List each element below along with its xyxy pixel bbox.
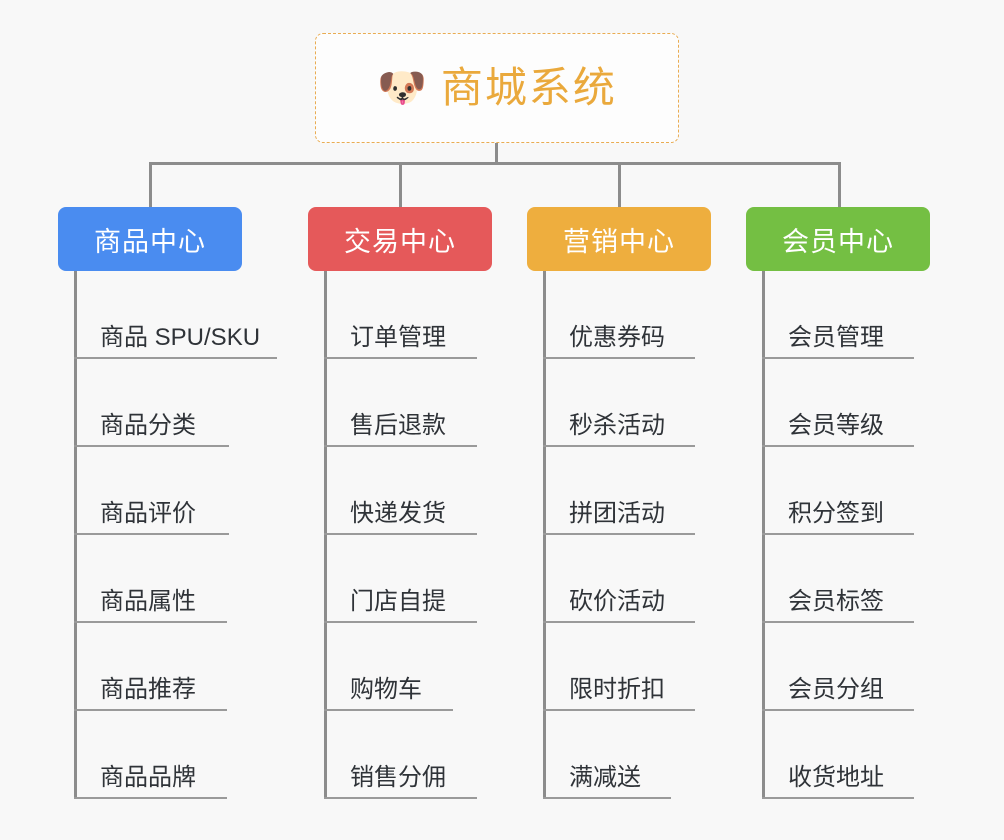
- leaf-item[interactable]: 快递发货: [324, 447, 477, 535]
- leaf-item[interactable]: 商品评价: [74, 447, 229, 535]
- leaf-item[interactable]: 限时折扣: [543, 623, 695, 711]
- leaf-item[interactable]: 销售分佣: [324, 711, 477, 799]
- category-node-4[interactable]: 会员中心: [746, 207, 930, 271]
- leaf-item[interactable]: 拼团活动: [543, 447, 695, 535]
- branch-drop-connector: [618, 162, 621, 207]
- leaf-item-label: 满减送: [569, 764, 641, 791]
- leaf-item-label: 拼团活动: [569, 500, 665, 527]
- leaf-item[interactable]: 秒杀活动: [543, 359, 695, 447]
- root-title: 商城系统: [440, 64, 617, 111]
- leaf-item[interactable]: 商品推荐: [74, 623, 227, 711]
- leaf-item[interactable]: 商品 SPU/SKU: [74, 271, 277, 359]
- leaf-item-label: 积分签到: [788, 500, 884, 527]
- leaf-item-label: 秒杀活动: [569, 412, 665, 439]
- branch-drop-connector: [149, 162, 152, 207]
- leaf-item[interactable]: 会员分组: [762, 623, 914, 711]
- leaf-item[interactable]: 会员等级: [762, 359, 914, 447]
- branch-spine: [324, 271, 327, 799]
- leaf-item-label: 购物车: [350, 676, 422, 703]
- leaf-item[interactable]: 会员标签: [762, 535, 914, 623]
- leaf-item-label: 砍价活动: [569, 588, 665, 615]
- leaf-item-label: 会员等级: [788, 412, 884, 439]
- leaf-item-label: 优惠券码: [569, 324, 665, 351]
- branch-drop-connector: [399, 162, 402, 207]
- category-node-2[interactable]: 交易中心: [308, 207, 492, 271]
- leaf-item[interactable]: 商品属性: [74, 535, 227, 623]
- root-node[interactable]: 🐶 商城系统: [315, 33, 679, 143]
- leaf-item-label: 商品评价: [100, 500, 196, 527]
- leaf-item-label: 会员分组: [788, 676, 884, 703]
- branch-spine: [762, 271, 765, 799]
- leaf-item-label: 会员管理: [788, 324, 884, 351]
- leaf-item[interactable]: 会员管理: [762, 271, 914, 359]
- leaf-item-label: 限时折扣: [569, 676, 665, 703]
- leaf-item-label: 售后退款: [350, 412, 446, 439]
- leaf-item[interactable]: 门店自提: [324, 535, 477, 623]
- category-label: 营销中心: [563, 226, 675, 257]
- leaf-item[interactable]: 售后退款: [324, 359, 477, 447]
- leaf-item[interactable]: 积分签到: [762, 447, 914, 535]
- category-label: 会员中心: [782, 226, 894, 257]
- leaf-item[interactable]: 商品品牌: [74, 711, 227, 799]
- leaf-item[interactable]: 优惠券码: [543, 271, 695, 359]
- root-stem-connector: [495, 143, 498, 165]
- leaf-item-label: 订单管理: [350, 324, 446, 351]
- leaf-item[interactable]: 订单管理: [324, 271, 477, 359]
- branch-spine: [74, 271, 77, 799]
- leaf-item[interactable]: 砍价活动: [543, 535, 695, 623]
- dog-face-icon: 🐶: [377, 66, 427, 110]
- category-label: 商品中心: [94, 226, 206, 257]
- category-node-3[interactable]: 营销中心: [527, 207, 711, 271]
- leaf-item-label: 收货地址: [788, 764, 884, 791]
- leaf-item[interactable]: 商品分类: [74, 359, 229, 447]
- category-label: 交易中心: [344, 226, 456, 257]
- leaf-item-label: 快递发货: [350, 500, 446, 527]
- leaf-item-label: 商品推荐: [100, 676, 196, 703]
- leaf-item-label: 商品品牌: [100, 764, 196, 791]
- leaf-item-label: 门店自提: [350, 588, 446, 615]
- leaf-item-label: 商品分类: [100, 412, 196, 439]
- leaf-item[interactable]: 收货地址: [762, 711, 914, 799]
- leaf-item-label: 会员标签: [788, 588, 884, 615]
- branch-drop-connector: [838, 162, 841, 207]
- leaf-item-label: 商品 SPU/SKU: [100, 324, 261, 351]
- leaf-item[interactable]: 满减送: [543, 711, 671, 799]
- category-node-1[interactable]: 商品中心: [58, 207, 242, 271]
- leaf-item-label: 商品属性: [100, 588, 196, 615]
- horizontal-bus-connector: [150, 162, 841, 165]
- branch-spine: [543, 271, 546, 799]
- leaf-item[interactable]: 购物车: [324, 623, 453, 711]
- leaf-item-label: 销售分佣: [350, 764, 446, 791]
